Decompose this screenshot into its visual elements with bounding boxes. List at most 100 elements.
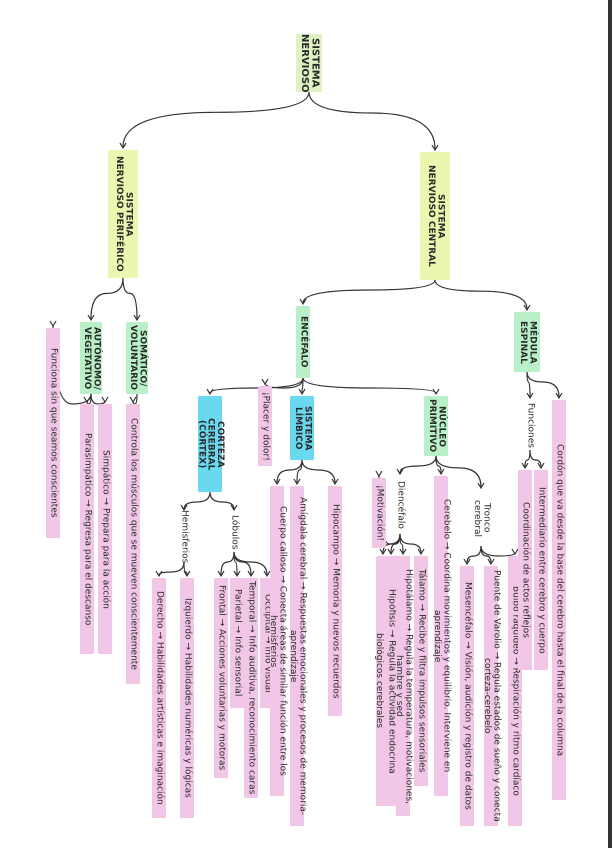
arrowhead-limbico-amigdala: [293, 478, 301, 486]
arrowhead-limbico-calloso: [273, 478, 281, 486]
connector-encefalo-limbico: [301, 377, 304, 394]
arrowhead-lobulos-parietal: [233, 570, 241, 578]
node-para: Parasimpático → Regresa para el descanso: [80, 404, 94, 654]
node-parietal: Parietal → Info sensorial: [230, 578, 244, 708]
arrowhead-tronco-mesen: [463, 558, 471, 566]
node-soma: SOMÁTICO/ VOLUNTARIO: [126, 322, 148, 394]
arrowhead-encefalo-nucleo: [432, 388, 440, 396]
connector-encefalo-placer: [264, 377, 304, 389]
connector-lobulos-occipital: [233, 551, 268, 576]
connector-tronco-bulbo: [480, 545, 516, 557]
connector-corteza-hemis: [183, 491, 211, 510]
connector-limbico-hipocampo: [301, 459, 336, 484]
node-cerebelo: Cerebelo → Coordina movimientos y equili…: [432, 476, 451, 796]
node-diencefalo: Diencéfalo: [395, 481, 406, 529]
arrowhead-nucleo-cerebelo: [437, 468, 445, 476]
arrowhead-snp-auto: [87, 314, 95, 322]
node-root: SISTEMA NERVIOSO: [296, 34, 322, 92]
node-placer: ¡Placer y dolor!: [258, 386, 272, 466]
connector-diencefalo-talamo: [399, 533, 422, 554]
connector-encefalo-corteza: [209, 377, 304, 394]
node-tronco: Tronco cerebral: [472, 499, 492, 537]
node-hemis: Hemisferios: [179, 510, 190, 564]
connector-root-snp: [122, 91, 310, 148]
arrowhead-medula-funciones: [526, 392, 534, 400]
node-derecho: Derecho → Habilidades artísticas e imagi…: [152, 578, 166, 818]
arrowhead-auto-simp: [101, 396, 109, 404]
connector-limbico-calloso: [276, 459, 303, 484]
node-simp: Simpático → Prepara para la acción: [98, 404, 112, 654]
connector-diencefalo-hipotalamo: [399, 533, 404, 554]
node-hipocampo: Hipocampo → Memoria y nuevos recuerdos: [328, 486, 342, 716]
arrowhead-encefalo-corteza: [206, 388, 214, 396]
connector-tronco-puente: [480, 545, 492, 564]
connector-corteza-lobulos: [209, 491, 235, 510]
node-talamo: Tálamo → Recibe y filtra impulsos sensor…: [414, 556, 428, 786]
arrowhead-snp-soma: [133, 314, 141, 322]
connector-medula-cordon: [526, 371, 560, 398]
node-puente: Puente de Varolio → Regula estados de su…: [482, 566, 501, 826]
connector-snp-soma: [122, 277, 138, 320]
connector-nucleo-tronco: [435, 455, 482, 488]
node-lobulos: Lóbulos: [229, 514, 240, 550]
node-soma-desc: Controla los músculos que se mueven cons…: [126, 404, 140, 684]
connector-nucleo-cerebelo: [435, 455, 442, 474]
connector-snp-auto: [90, 277, 124, 320]
node-izquierdo: Izquierdo → Habilidades numéricas y lógi…: [180, 578, 194, 818]
node-funciones: Funciones: [525, 402, 536, 448]
arrowhead-encefalo-placer: [261, 378, 269, 386]
arrowhead-limbico-hipocampo: [331, 478, 339, 486]
arrowhead-diencefalo-glandula: [379, 548, 387, 556]
arrowhead-diencefalo-hipotalamo: [399, 548, 407, 556]
node-snc: SISTEMA NERVIOSO CENTRAL: [420, 152, 450, 280]
arrowhead-nucleo-diencefalo: [396, 468, 404, 476]
node-limbico: SISTEMA LÍMBICO: [290, 396, 314, 460]
node-auto: AUTÓNOMO/ VEGETATIVO: [80, 322, 102, 394]
node-intermed: Intermediario entre cerebro y cuerpo: [534, 470, 548, 670]
arrowhead-hemis-derecho: [155, 570, 163, 578]
arrowhead-corteza-hemis: [180, 504, 188, 512]
arrowhead-funciones-intermed: [537, 462, 545, 470]
arrowhead-tronco-bulbo: [511, 548, 519, 556]
connector-nucleo-diencefalo: [399, 455, 437, 474]
node-nucleo: NÚCLEO PRIMITIVO: [424, 396, 448, 456]
connector-funciones-coord: [524, 449, 531, 468]
connector-medula-funciones: [526, 371, 531, 398]
node-temporal: Temporal → Info auditiva, reconocimiento…: [244, 578, 258, 798]
connector-lobulos-frontal: [220, 551, 235, 576]
connector-snc-encefalo: [302, 279, 436, 304]
arrowhead-corteza-lobulos: [230, 504, 238, 512]
arrowhead-lobulos-occipital: [263, 570, 271, 578]
arrowhead-auto-auto_desc: [49, 320, 57, 328]
page-edge: [608, 0, 612, 848]
node-encefalo: ENCÉFALO: [296, 306, 310, 378]
arrowhead-soma-soma_desc: [129, 396, 137, 404]
connector-snc-medula: [434, 279, 528, 310]
arrowhead-snc-encefalo: [299, 298, 307, 306]
arrowhead-encefalo-limbico: [298, 388, 306, 396]
node-corteza: CORTEZA CEREBRAL (CÓRTEX): [196, 396, 225, 492]
arrowhead-auto-para: [83, 396, 91, 404]
arrowhead-lobulos-frontal: [217, 570, 225, 578]
node-cordon: Cordón que va desde la base del cerebro …: [552, 400, 566, 800]
arrowhead-medula-cordon: [555, 392, 563, 400]
arrowhead-lobulos-temporal: [247, 570, 255, 578]
node-amigdala: Amígdala cerebral → Respuestas emocional…: [288, 486, 307, 826]
connector-hemis-izquierdo: [183, 561, 188, 576]
arrowhead-root-snp: [119, 142, 127, 150]
node-medula: MÉDULA ESPINAL: [514, 312, 540, 372]
connector-tronco-mesen: [466, 545, 482, 564]
node-auto-desc: Funciona sin que seamos conscientes: [46, 328, 60, 538]
connector-root-snc: [308, 91, 436, 150]
connector-funciones-intermed: [529, 449, 542, 468]
node-hipofisis: Hipófisis → Regula la actividad endocrin…: [384, 556, 398, 806]
node-calloso: Cuerpo calloso → Conecta áreas de simila…: [268, 486, 287, 796]
node-motivacion: ¡Motivación!: [372, 478, 386, 548]
arrowhead-diencefalo-motivacion: [375, 470, 383, 478]
arrowhead-diencefalo-talamo: [417, 548, 425, 556]
node-mesen: Mesencéfalo → Visión, audición y registr…: [460, 566, 474, 826]
arrowhead-hemis-izquierdo: [183, 570, 191, 578]
node-coord: Coordinación de actos reflejos: [518, 470, 532, 670]
node-hipotalamo: Hipotálamo → Regula la temperatura, moti…: [394, 556, 413, 816]
